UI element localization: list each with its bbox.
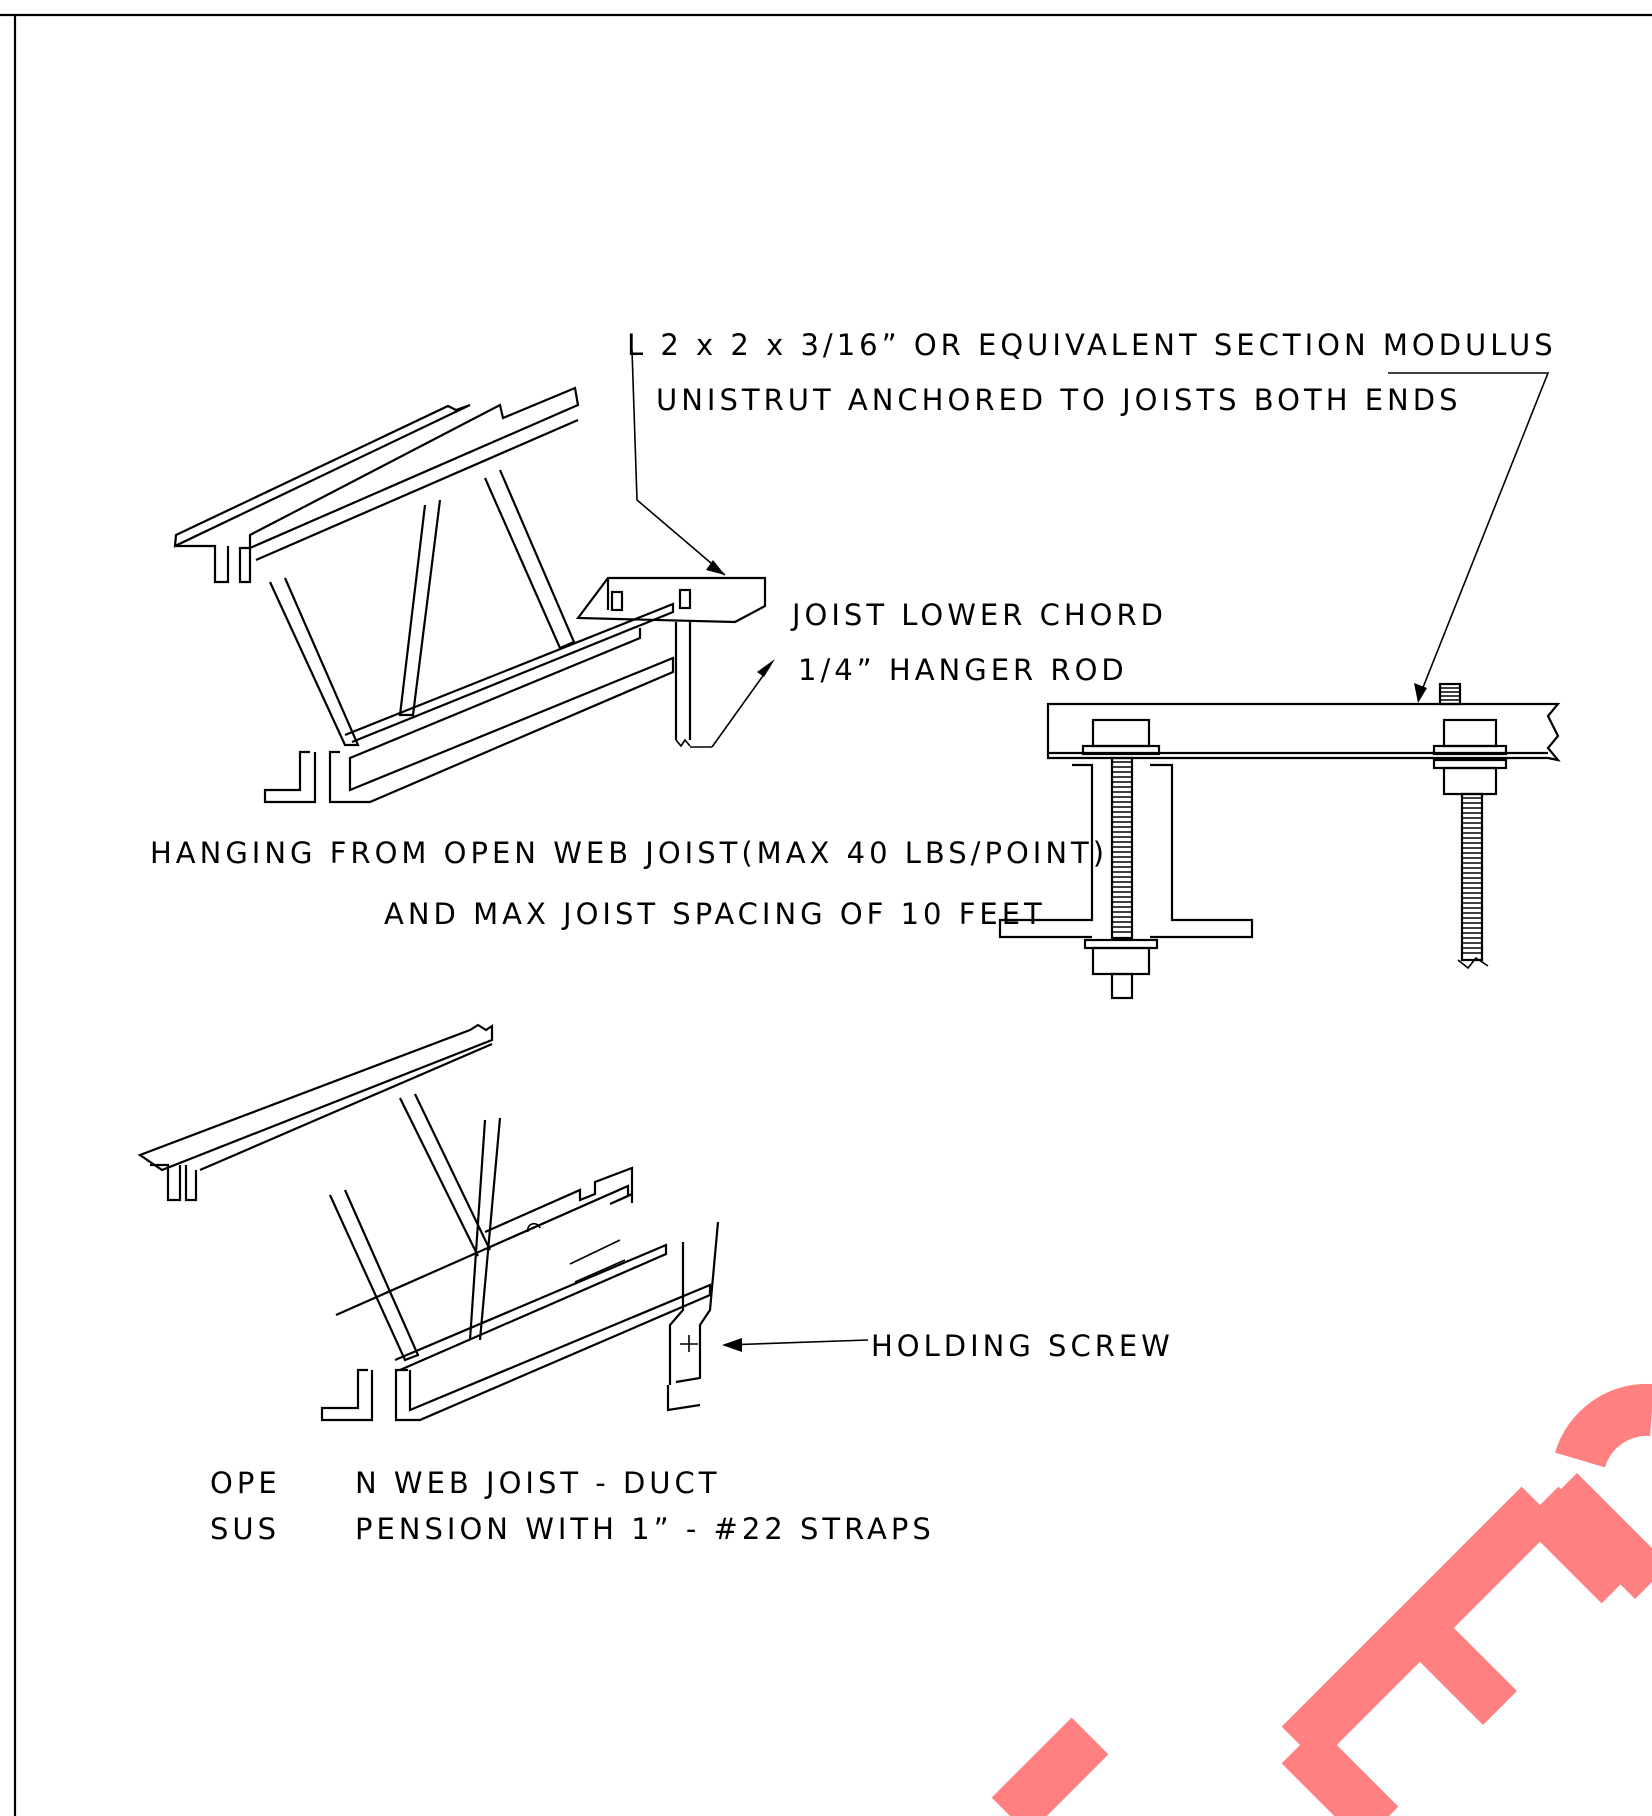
- unistrut-section: [998, 682, 1561, 1000]
- callout-angle: L 2 x 2 x 3/16” OR EQUIVALENT SECTION MO…: [627, 328, 1557, 362]
- watermark-stroke-5: [1555, 1383, 1652, 1469]
- label-holding-screw: HOLDING SCREW: [871, 1329, 1174, 1363]
- watermark-stroke-6: [1543, 1473, 1652, 1599]
- bolt-thread-1: [1110, 756, 1134, 940]
- caption-top-line2: AND MAX JOIST SPACING OF 10 FEET: [384, 897, 1046, 931]
- watermark-stroke-4: [1521, 1486, 1639, 1604]
- caption-bottom-line2a: SUS: [210, 1512, 280, 1546]
- callout-unistrut: UNISTRUT ANCHORED TO JOISTS BOTH ENDS: [656, 383, 1461, 417]
- watermark-stroke-2: [1281, 1726, 1399, 1816]
- bolt-thread-2: [1440, 687, 1484, 962]
- leader-hanger-rod: [690, 659, 775, 748]
- caption-bottom-line2b: PENSION WITH 1” - #22 STRAPS: [355, 1512, 935, 1546]
- watermark-stroke-1: [1281, 1486, 1559, 1764]
- caption-top-line1: HANGING FROM OPEN WEB JOIST(MAX 40 LBS/P…: [150, 836, 1108, 870]
- joist-isometric-top: [173, 386, 767, 804]
- label-lower-chord: JOIST LOWER CHORD: [790, 598, 1167, 632]
- watermark-stroke-3: [1403, 1611, 1517, 1725]
- leader-unistrut: [1388, 372, 1550, 703]
- leader-holding-screw: [722, 1338, 869, 1352]
- label-hanger-rod: 1/4” HANGER ROD: [798, 653, 1128, 687]
- caption-bottom-line1b: N WEB JOIST - DUCT: [355, 1466, 721, 1500]
- watermark: [991, 1383, 1652, 1816]
- leader-angle: [631, 349, 726, 576]
- joist-isometric-bottom: [137, 1023, 720, 1422]
- sheet-border: [0, 13, 1652, 1816]
- caption-bottom-line1a: OPE: [210, 1466, 281, 1500]
- watermark-stroke-7: [991, 1717, 1109, 1816]
